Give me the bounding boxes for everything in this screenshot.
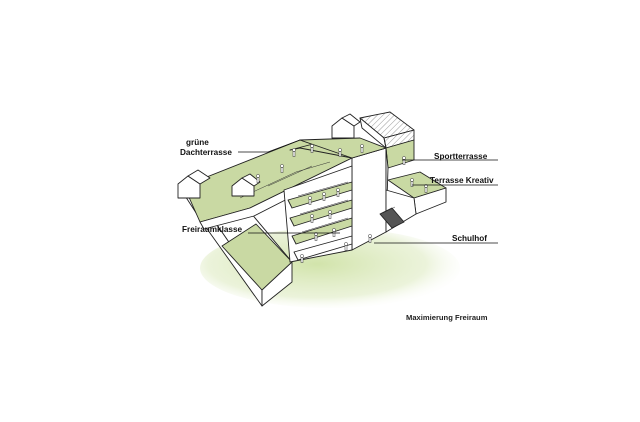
roof-pavilion-middle [231, 173, 261, 197]
stair [379, 207, 405, 229]
label-dachterrasse: Dachterrasse [180, 148, 232, 157]
roof-pavilion-right [331, 113, 361, 139]
roof-pavilion-left [177, 169, 211, 199]
leader-lines [238, 139, 498, 244]
label-terrasse-kreativ: Terrasse Kreativ [430, 176, 494, 185]
label-freiraumklasse: Freiraumklasse [182, 225, 243, 234]
label-sportterrasse: Sportterrasse [434, 152, 488, 161]
label-schulhof: Schulhof [452, 234, 487, 243]
label-gruene: grüne [186, 138, 209, 147]
sport-terrace-block [359, 111, 415, 233]
floor-slabs [287, 181, 353, 261]
diagram-caption: Maximierung Freiraum [406, 313, 488, 322]
main-wing [179, 139, 353, 307]
tower-block [283, 135, 387, 263]
people-figures [256, 144, 428, 263]
leader-gruene-dachterrasse [238, 139, 301, 153]
